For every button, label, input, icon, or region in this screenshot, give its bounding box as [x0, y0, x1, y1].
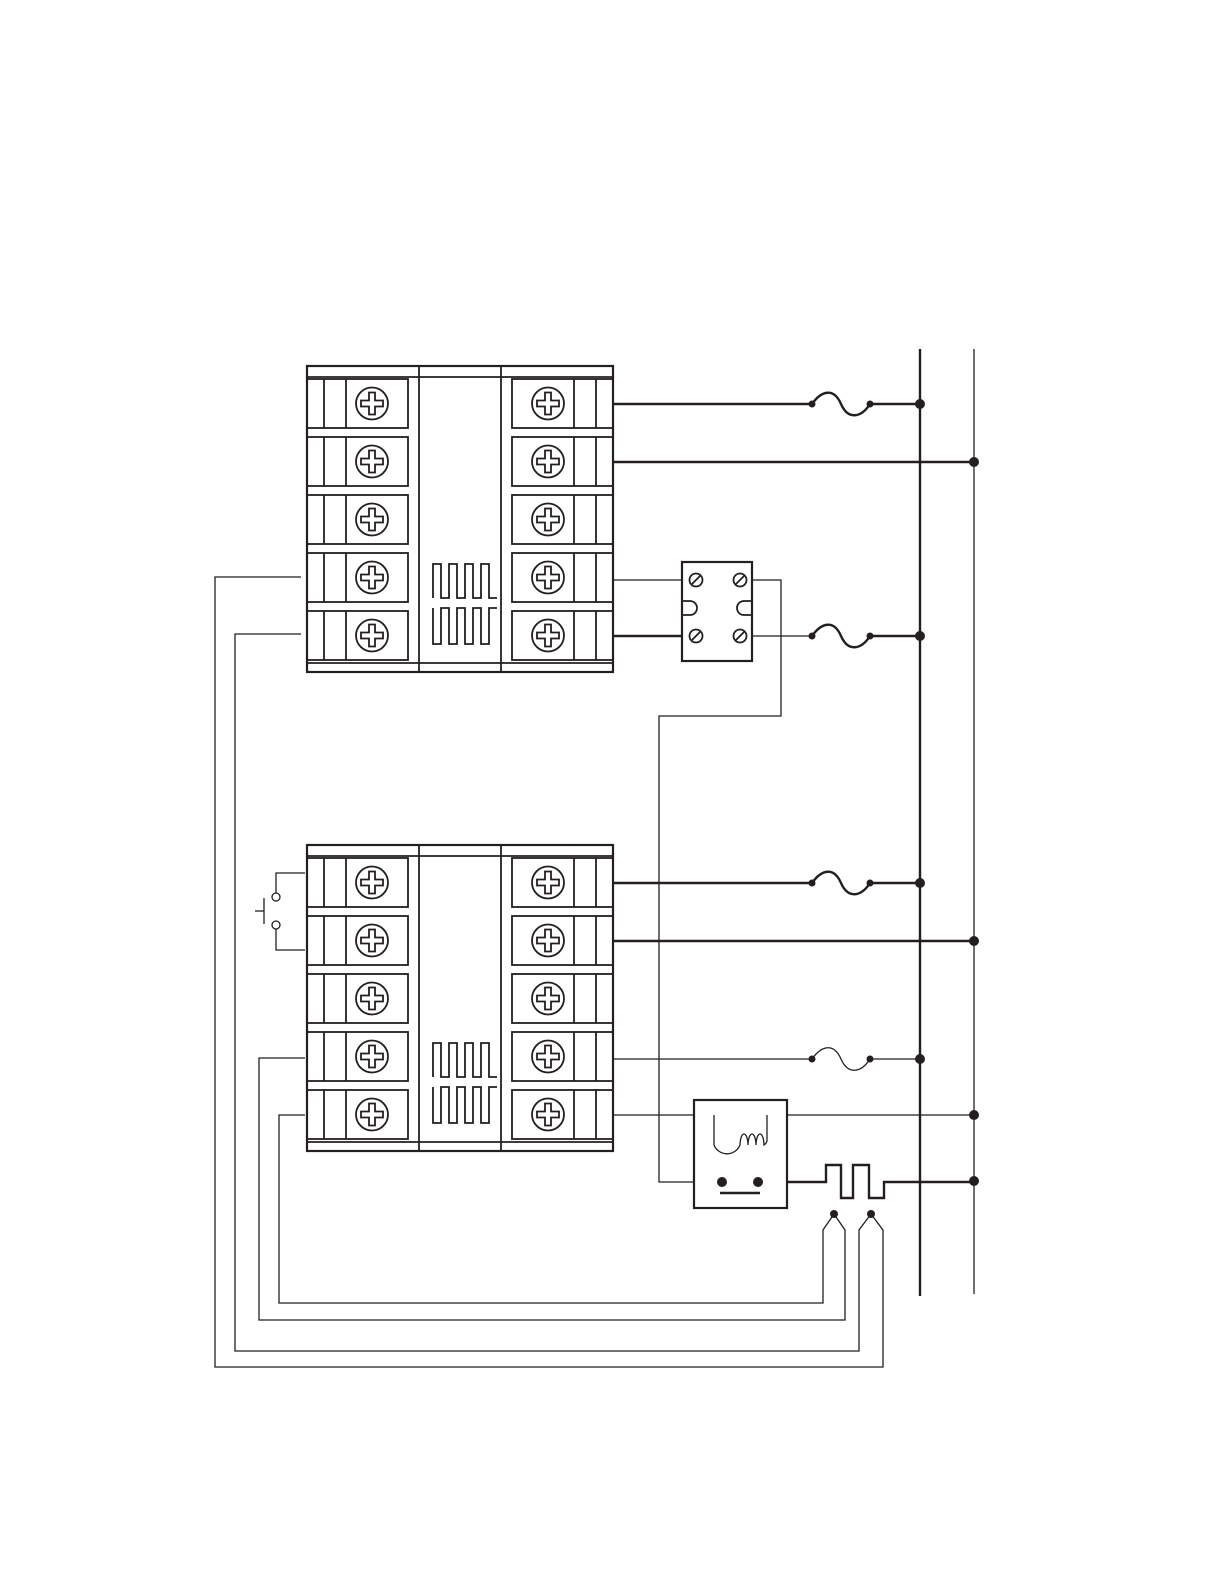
solid-state-relay: [682, 562, 752, 661]
controller-bottom: [307, 845, 613, 1151]
controller-top: [307, 366, 613, 672]
controller-housing: [307, 366, 613, 672]
fuse-icon: [809, 1048, 921, 1071]
wire-ssr-to-heater: [659, 580, 781, 1182]
rail-junctions: [915, 399, 979, 1186]
fuse-icon: [809, 393, 921, 416]
controller-housing: [307, 845, 613, 1151]
relay-coil-icon: [694, 1100, 787, 1208]
wire-relay-to-heater: [758, 1165, 974, 1198]
fuse-icon: [809, 872, 921, 895]
push-button-icon: [255, 873, 305, 950]
fuse-icon: [809, 625, 921, 648]
